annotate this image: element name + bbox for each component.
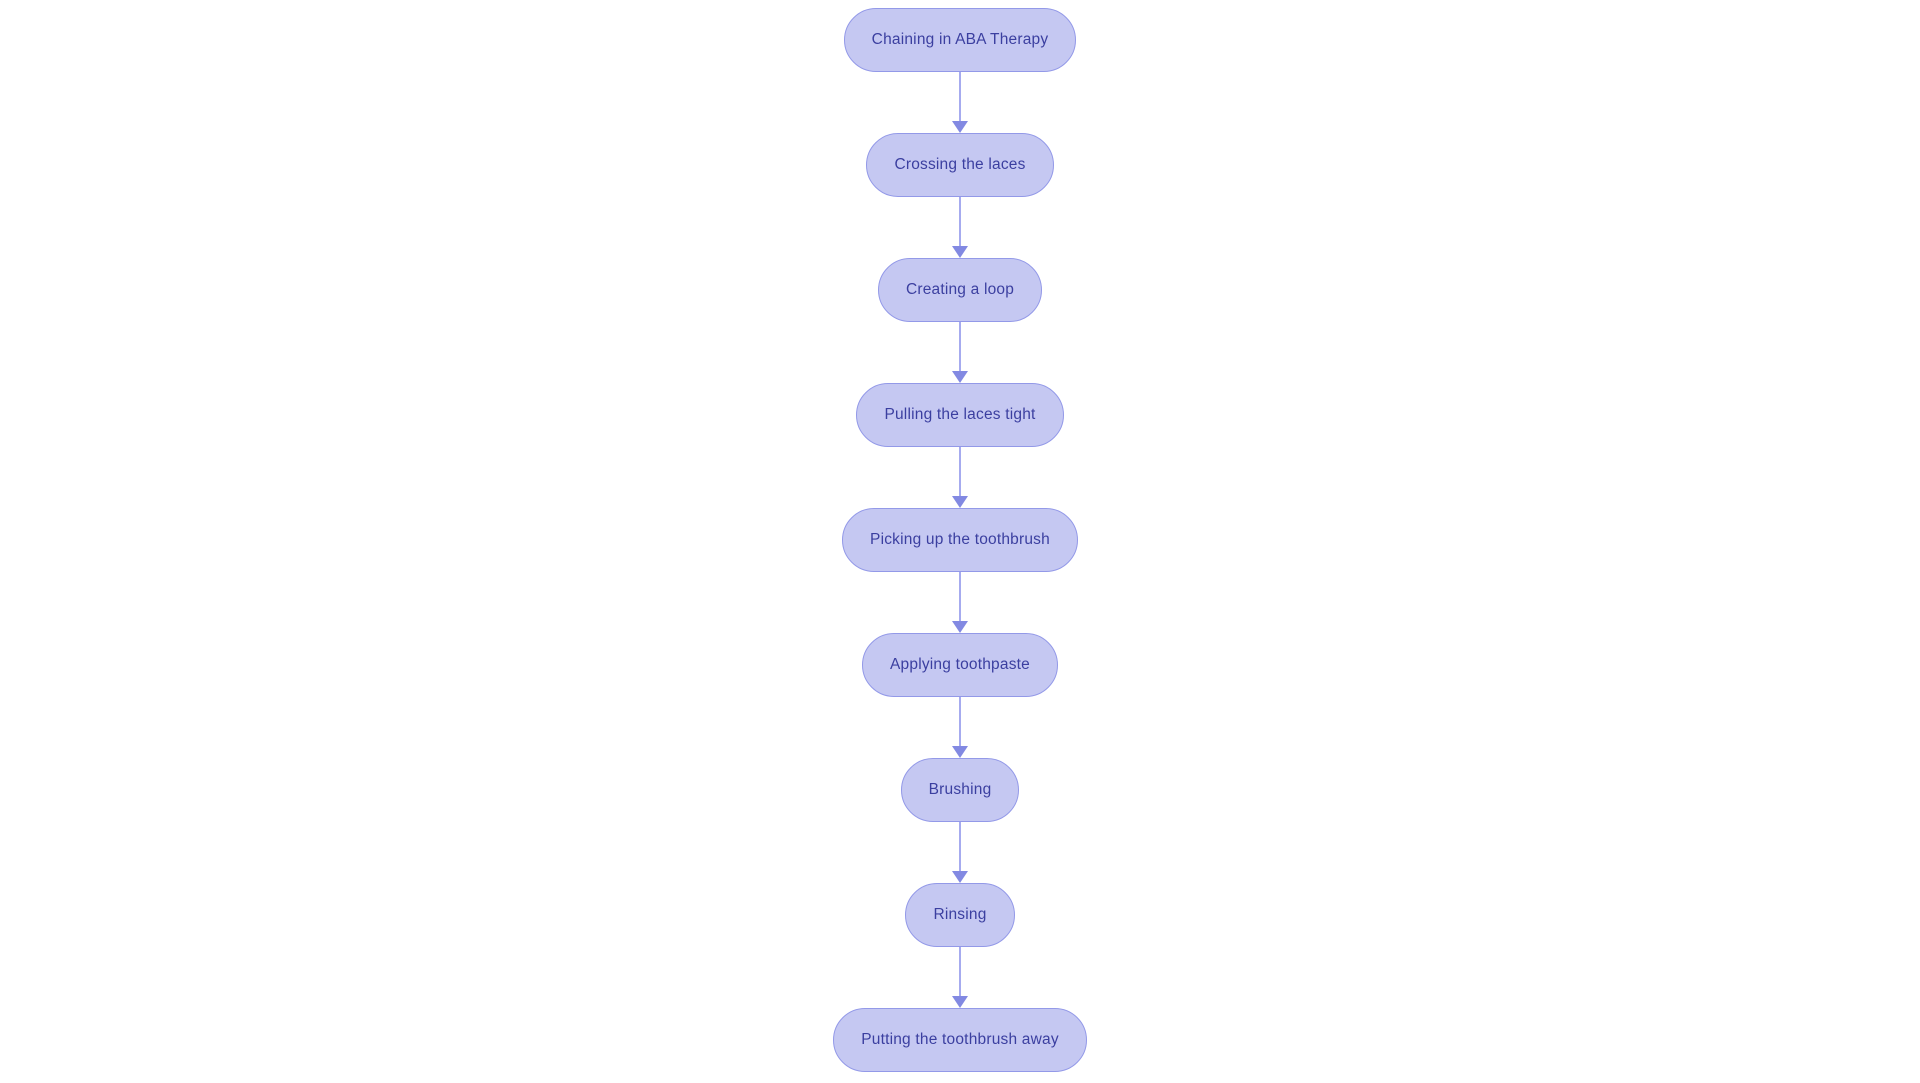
flow-node-applying-toothpaste: Applying toothpaste (862, 633, 1058, 697)
flow-node-putting-the-toothbrush-away: Putting the toothbrush away (833, 1008, 1087, 1072)
arrow-down-icon (952, 246, 968, 258)
flow-node-picking-up-the-toothbrush: Picking up the toothbrush (842, 508, 1078, 572)
arrow-line (959, 322, 961, 371)
arrow-line (959, 697, 961, 746)
arrow-line (959, 947, 961, 996)
arrow-down-icon (952, 121, 968, 133)
flow-node-label: Creating a loop (905, 281, 1015, 298)
arrow-connector (952, 572, 968, 633)
arrow-line (959, 72, 961, 121)
flow-node-label: Pulling the laces tight (884, 406, 1036, 423)
arrow-down-icon (952, 871, 968, 883)
arrow-line (959, 197, 961, 246)
arrow-connector (952, 322, 968, 383)
arrow-down-icon (952, 746, 968, 758)
arrow-connector (952, 947, 968, 1008)
flow-node-rinsing: Rinsing (905, 883, 1015, 947)
arrow-line (959, 447, 961, 496)
flow-node-label: Crossing the laces (894, 156, 1026, 173)
flow-node-chaining-in-aba-therapy: Chaining in ABA Therapy (843, 8, 1077, 72)
arrow-down-icon (952, 621, 968, 633)
arrow-connector (952, 197, 968, 258)
flow-node-label: Rinsing (933, 906, 987, 923)
flow-node-pulling-the-laces-tight: Pulling the laces tight (856, 383, 1064, 447)
flow-node-label: Applying toothpaste (890, 656, 1030, 673)
arrow-line (959, 822, 961, 871)
arrow-connector (952, 447, 968, 508)
arrow-down-icon (952, 496, 968, 508)
flow-node-creating-a-loop: Creating a loop (877, 258, 1043, 322)
arrow-line (959, 572, 961, 621)
arrow-down-icon (952, 996, 968, 1008)
flow-node-label: Picking up the toothbrush (870, 531, 1050, 548)
arrow-down-icon (952, 371, 968, 383)
flow-node-brushing: Brushing (900, 758, 1020, 822)
flow-node-crossing-the-laces: Crossing the laces (866, 133, 1054, 197)
flow-node-label: Chaining in ABA Therapy (871, 31, 1049, 48)
arrow-connector (952, 72, 968, 133)
arrow-connector (952, 822, 968, 883)
flow-node-label: Putting the toothbrush away (861, 1031, 1059, 1048)
arrow-connector (952, 697, 968, 758)
flow-node-label: Brushing (928, 781, 992, 798)
